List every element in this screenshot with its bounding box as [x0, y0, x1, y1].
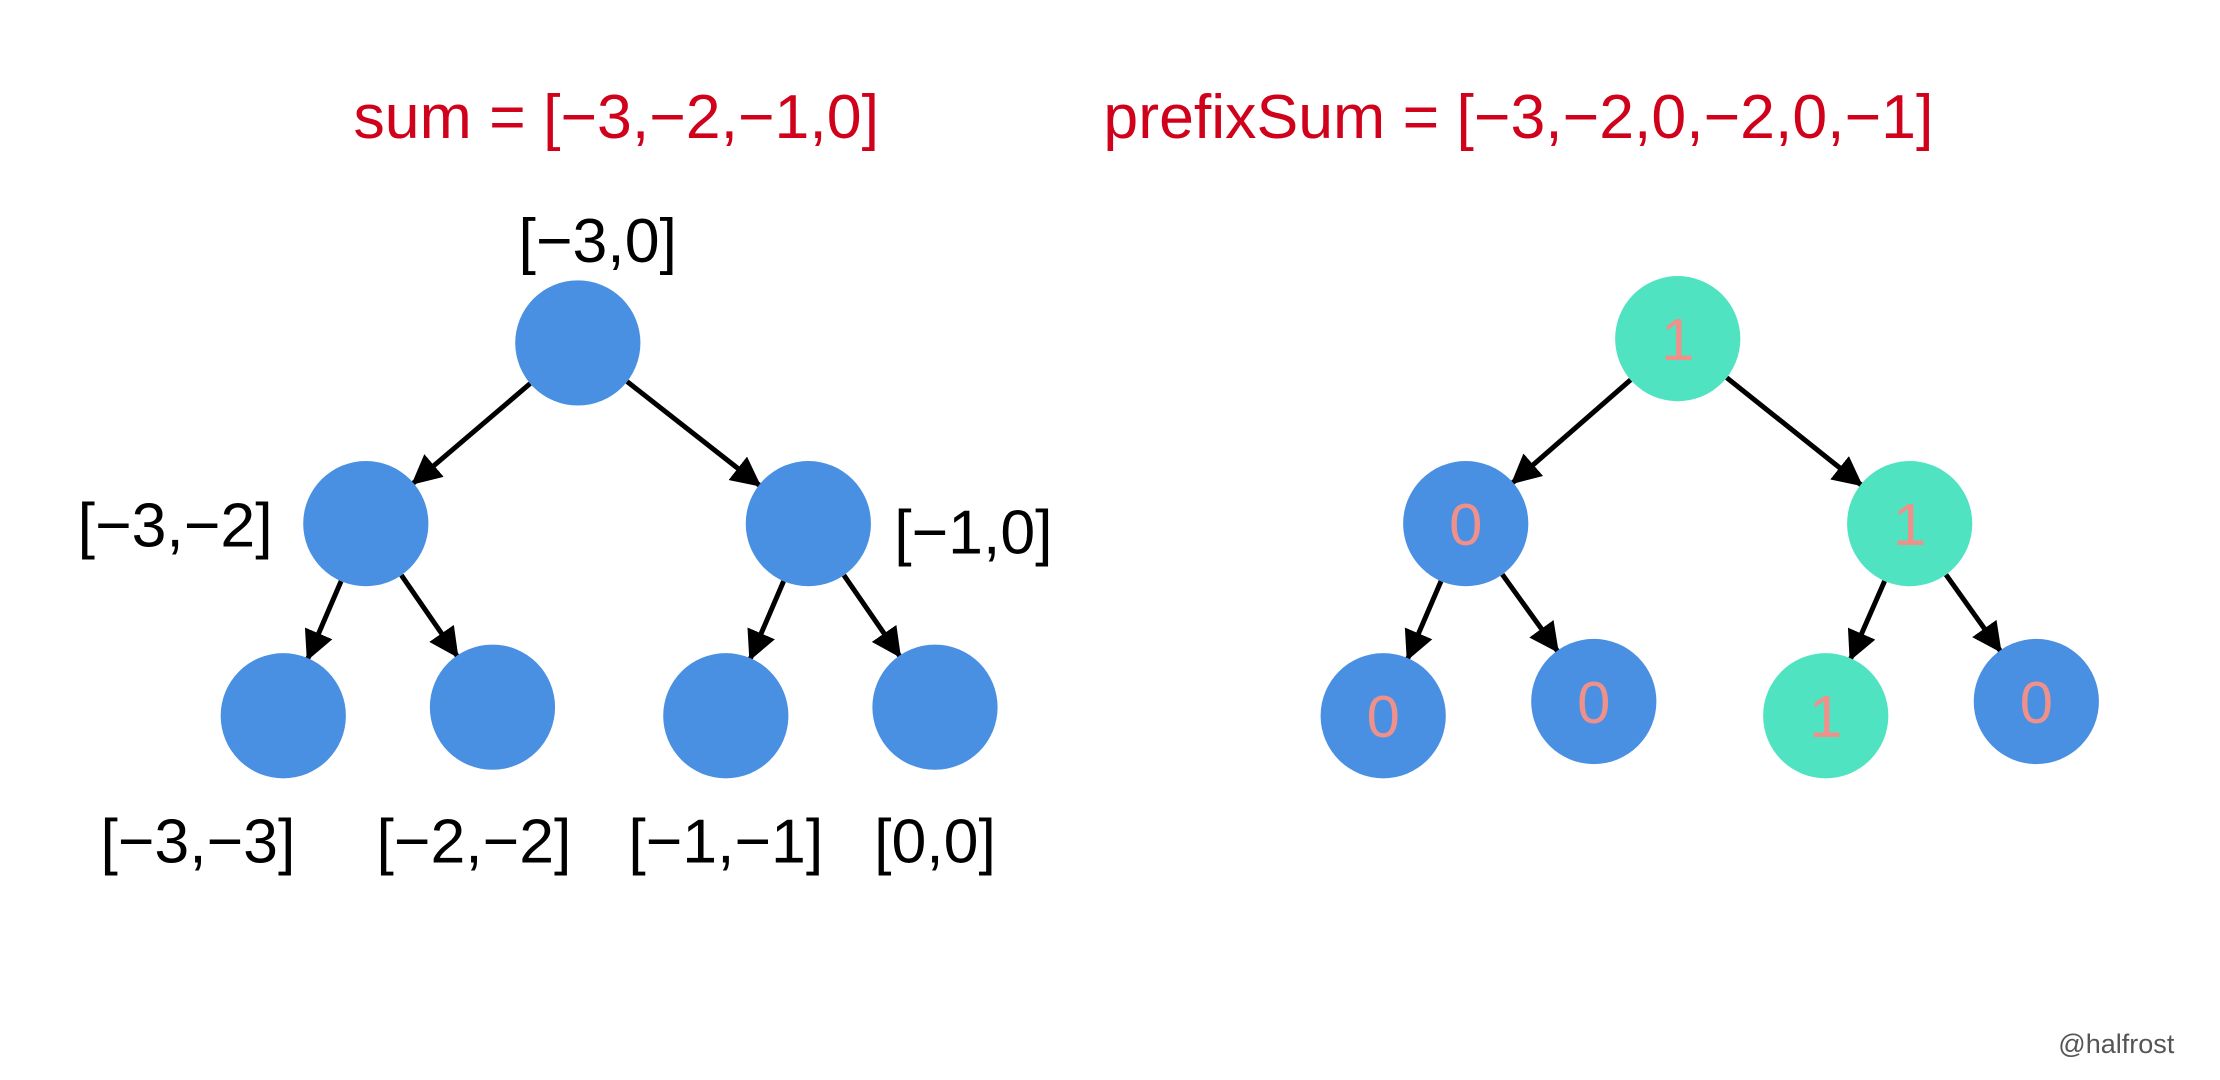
edge-arrow — [1500, 572, 1561, 655]
edge-arrow — [747, 580, 786, 662]
tree-node-leaf — [1763, 653, 1889, 779]
edge-arrow — [1509, 377, 1633, 487]
prefix-sum-tree: 1 0 1 0 0 1 0 — [1320, 276, 2099, 779]
tree-node-leaf — [1973, 638, 2099, 765]
tree-node-root — [515, 280, 641, 406]
tree-node-leaf — [1320, 653, 1446, 779]
node-range-label: [−1,0] — [894, 498, 1052, 568]
tree-node — [1403, 461, 1529, 587]
segment-tree: [−3,0] [−3,−2] [−1,0] [−3,−3] [−2,−2] [−… — [78, 206, 1053, 876]
sum-title: sum = [−3,−2,−1,0] — [354, 82, 879, 152]
edge-arrow — [625, 379, 763, 489]
node-range-label: [−2,−2] — [376, 806, 571, 876]
edge-arrow — [841, 573, 904, 660]
node-range-label: [0,0] — [874, 806, 996, 876]
node-range-label: [−3,0] — [519, 206, 677, 276]
edge-arrow — [409, 381, 532, 487]
edges — [304, 375, 2004, 662]
node-range-label: [−3,−2] — [78, 490, 273, 560]
node-value: 1 — [1893, 491, 1926, 558]
edge-arrow — [399, 573, 461, 660]
edge-arrow — [1943, 573, 2004, 655]
node-range-label: [−3,−3] — [100, 806, 295, 876]
tree-node — [1847, 461, 1973, 587]
node-value: 0 — [2020, 669, 2053, 736]
node-value: 1 — [1809, 683, 1842, 750]
tree-node — [303, 461, 429, 587]
tree-node — [745, 461, 871, 587]
tree-node-leaf — [429, 644, 556, 770]
node-range-label: [−1,−1] — [628, 806, 823, 876]
tree-node-leaf — [220, 653, 346, 779]
edge-arrow — [304, 580, 344, 662]
tree-node-root — [1615, 276, 1741, 402]
tree-node-leaf — [663, 653, 789, 779]
watermark: @halfrost — [2058, 1029, 2175, 1059]
node-value: 0 — [1449, 491, 1482, 558]
edge-arrow — [1725, 375, 1865, 489]
node-value: 1 — [1661, 306, 1694, 373]
tree-node-leaf — [872, 644, 998, 770]
node-value: 0 — [1367, 683, 1400, 750]
edge-arrow — [1404, 580, 1444, 662]
node-value: 0 — [1577, 669, 1610, 736]
prefix-sum-title: prefixSum = [−3,−2,0,−2,0,−1] — [1103, 82, 1933, 152]
edge-arrow — [1847, 580, 1887, 662]
tree-node-leaf — [1531, 638, 1657, 765]
